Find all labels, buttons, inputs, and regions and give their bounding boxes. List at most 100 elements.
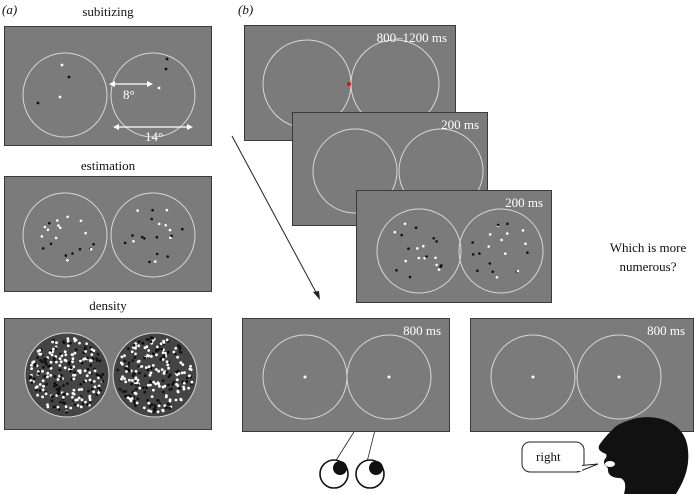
stimulus-dot (143, 374, 147, 377)
stimulus-dot (414, 226, 418, 229)
stimulus-dot (127, 361, 131, 365)
stimulus-dot (74, 348, 78, 352)
stimulus-dot (146, 368, 150, 372)
stimulus-dot (42, 384, 45, 388)
stimulus-dot (35, 388, 38, 392)
stimulus-dot (132, 240, 135, 243)
stimulus-dot (156, 345, 159, 349)
stimulus-dot (53, 375, 57, 378)
stimulus-dot (41, 360, 44, 364)
subitizing-display (22, 52, 196, 138)
stimulus-dot (521, 229, 525, 232)
stimulus-dot (133, 372, 136, 375)
stimulus-dot (516, 269, 520, 273)
stimulus-display (376, 208, 544, 294)
stimulus-dot (150, 355, 153, 358)
stimulus-dot (79, 359, 82, 363)
stimulus-dot (166, 363, 170, 367)
stimulus-dot (165, 208, 169, 212)
stimulus-dot (189, 368, 193, 371)
stimulus-dot (167, 366, 171, 370)
stimulus-dot (72, 388, 76, 392)
stimulus-dot (101, 380, 105, 383)
timing-response-right: 800 ms (647, 323, 685, 338)
stimulus-dot (165, 338, 169, 342)
head-silhouette-icon (598, 417, 689, 494)
estimation-display (22, 192, 196, 278)
stimulus-dot (157, 382, 161, 386)
stimulus-dot (87, 389, 90, 393)
stimulus-dot (143, 390, 147, 394)
stimulus-dot (85, 374, 89, 378)
stimulus-dot (526, 251, 529, 254)
stimulus-dot (156, 410, 160, 414)
stimulus-dot (38, 348, 42, 352)
stimulus-dot (57, 388, 61, 392)
stimulus-dot (435, 263, 438, 267)
stimulus-dot (505, 232, 509, 235)
stimulus-dot (131, 359, 135, 362)
stimulus-dot (38, 389, 42, 393)
stimulus-dot (56, 405, 60, 409)
stimulus-dot (404, 259, 407, 263)
stimulus-dot (161, 409, 165, 413)
stimulus-dot (71, 395, 74, 399)
stimulus-dot (82, 380, 86, 384)
stimulus-dot (183, 381, 186, 385)
stimulus-dot (132, 399, 136, 403)
stimulus-dot (165, 394, 168, 397)
stimulus-dot (123, 394, 127, 398)
stimulus-dot (127, 347, 130, 351)
stimulus-dot (44, 360, 47, 364)
stimulus-dot (144, 366, 148, 369)
stimulus-dot (128, 378, 131, 382)
stimulus-dot (38, 352, 41, 356)
stimulus-dot (30, 381, 34, 384)
stimulus-dot (120, 361, 123, 365)
stimulus-dot (127, 368, 131, 372)
subitizing-screen: 8° 14° (4, 26, 212, 146)
stimulus-dot (101, 373, 105, 376)
stimulus-dot (71, 360, 74, 364)
stimulus-dot (150, 395, 154, 398)
stimulus-dot (43, 225, 47, 229)
stimulus-dot (44, 392, 48, 396)
stimulus-dot (132, 344, 136, 347)
stimulus-dot (61, 396, 65, 399)
stimulus-dot (174, 346, 178, 350)
stimulus-dot (134, 378, 138, 381)
stimulus-dot (157, 399, 160, 402)
stimulus-dot (88, 359, 92, 362)
stimulus-dot (179, 351, 183, 354)
stimulus-dot (435, 240, 438, 243)
stimulus-dot (167, 383, 170, 387)
stimulus-dot (416, 247, 419, 250)
stimulus-dot (66, 337, 70, 340)
stimulus-dot (134, 346, 137, 350)
stimulus-dot (140, 235, 144, 239)
stimulus-dot (123, 241, 127, 245)
stimulus-dot (145, 386, 148, 390)
stimulus-dot (417, 256, 421, 260)
stimulus-dot (148, 373, 152, 377)
stimulus-dot (149, 366, 153, 370)
stimulus-dot (476, 269, 479, 273)
stimulus-dot (64, 353, 68, 357)
stimulus-dot (72, 377, 76, 381)
stimulus-dot (44, 357, 48, 361)
stimulus-dot (58, 368, 62, 372)
stimulus-dot (159, 358, 163, 361)
stimulus-dot (168, 398, 172, 401)
stimulus-dot (53, 381, 57, 385)
stimulus-dot (86, 403, 89, 406)
stimulus-dot (80, 398, 84, 402)
stimulus-dot (90, 381, 93, 384)
stimulus-dot (77, 388, 81, 391)
stimulus-dot (148, 260, 151, 264)
stimulus-dot (140, 365, 144, 368)
stimulus-dot (88, 394, 92, 398)
stimulus-dot (179, 361, 183, 364)
stimulus-dot (491, 270, 494, 274)
stimulus-dot (172, 380, 176, 384)
stimulus-dot (54, 236, 58, 240)
